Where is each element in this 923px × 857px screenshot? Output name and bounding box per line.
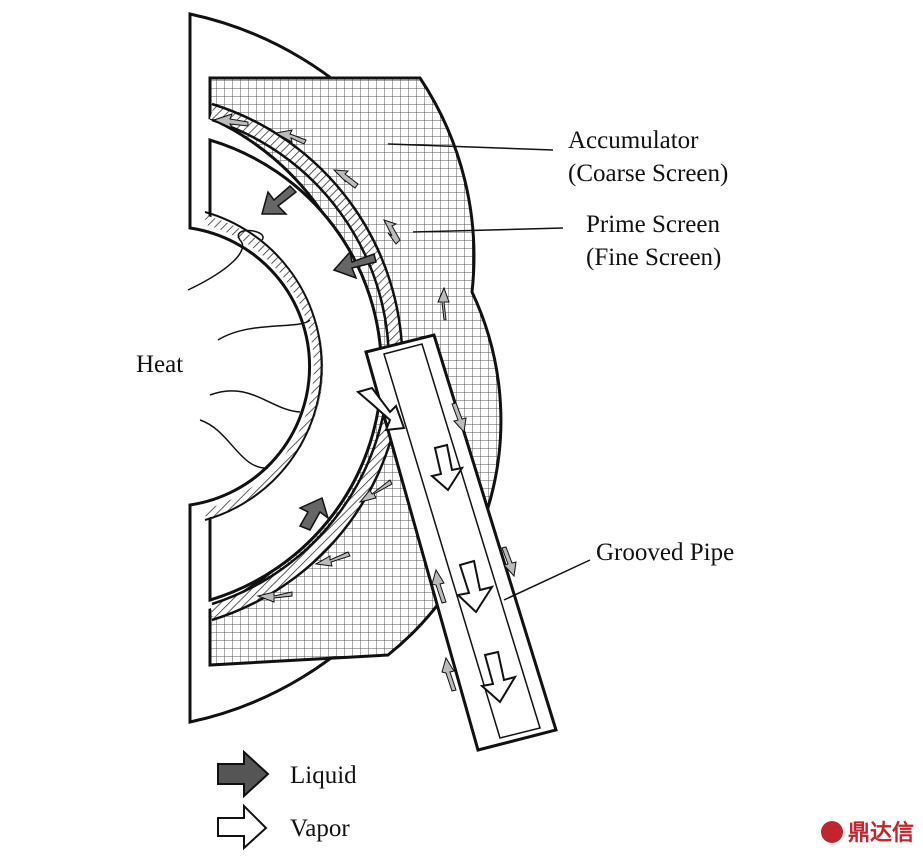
legend-liquid-icon xyxy=(217,749,270,799)
legend-liquid-label: Liquid xyxy=(290,762,357,789)
label-accumulator: Accumulator xyxy=(568,127,699,154)
label-prime-screen: Prime Screen xyxy=(586,211,720,238)
pipe-vapor-arrows xyxy=(429,443,518,704)
label-heat: Heat xyxy=(136,351,183,378)
label-prime-screen-sub: (Fine Screen) xyxy=(586,244,721,271)
inlet-vapor-arrow xyxy=(355,386,406,432)
legend-vapor-label: Vapor xyxy=(290,815,350,842)
grooved-pipe xyxy=(364,333,558,752)
screen-flow-arrows xyxy=(212,113,517,692)
watermark-text: 鼎达信 xyxy=(848,820,914,846)
liquid-arrows xyxy=(261,184,377,531)
label-grooved-pipe: Grooved Pipe xyxy=(596,539,734,566)
watermark-logo-icon xyxy=(821,821,843,843)
leader-lines xyxy=(387,143,591,601)
heat-waves xyxy=(187,229,311,469)
label-accumulator-sub: (Coarse Screen) xyxy=(568,160,728,187)
legend-vapor-icon xyxy=(217,803,268,851)
evaporator-wall xyxy=(203,215,323,519)
